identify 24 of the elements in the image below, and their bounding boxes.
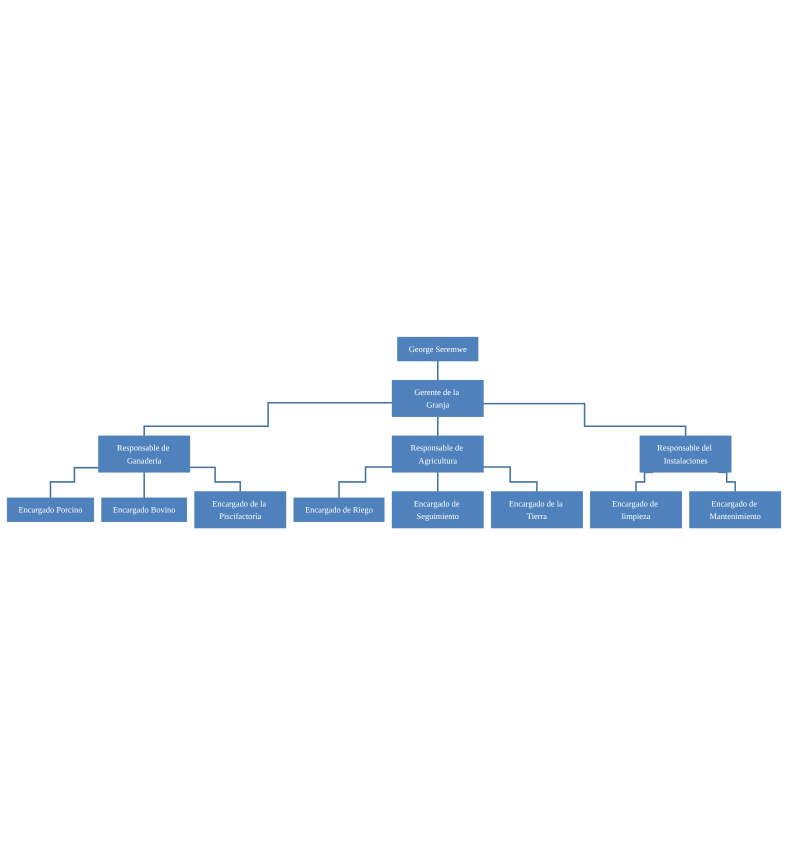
org-chart: George Seremwe Gerente de la Granja Responsable de Ganadería Responsable de Agricultura Responsable del Instalaciones Encargado Porcino Encargado Bovino Encargado de la Piscifactoría Encargado de Riego Encargado de Seguimiento Encargado de la Tierra Encargado de limpieza Encargado de Mantenimiento (4, 334, 784, 532)
node-box (392, 380, 484, 418)
connector (143, 472, 145, 499)
node-box (293, 498, 385, 522)
connector (143, 402, 392, 437)
connector (437, 360, 439, 382)
connector (437, 416, 439, 437)
connector (437, 472, 439, 493)
connector (50, 467, 98, 499)
connector (190, 467, 242, 493)
node-box (689, 492, 782, 529)
node-box (101, 498, 188, 522)
node-box (392, 492, 484, 529)
connector (338, 466, 392, 499)
node-box (397, 337, 478, 362)
node-box (98, 436, 190, 474)
connector (484, 466, 538, 493)
connector (484, 403, 686, 437)
node-box (640, 436, 732, 474)
node-box (590, 492, 682, 529)
node-box (490, 492, 583, 529)
node-box (194, 492, 286, 529)
node-box (392, 436, 484, 474)
node-box (6, 498, 94, 522)
